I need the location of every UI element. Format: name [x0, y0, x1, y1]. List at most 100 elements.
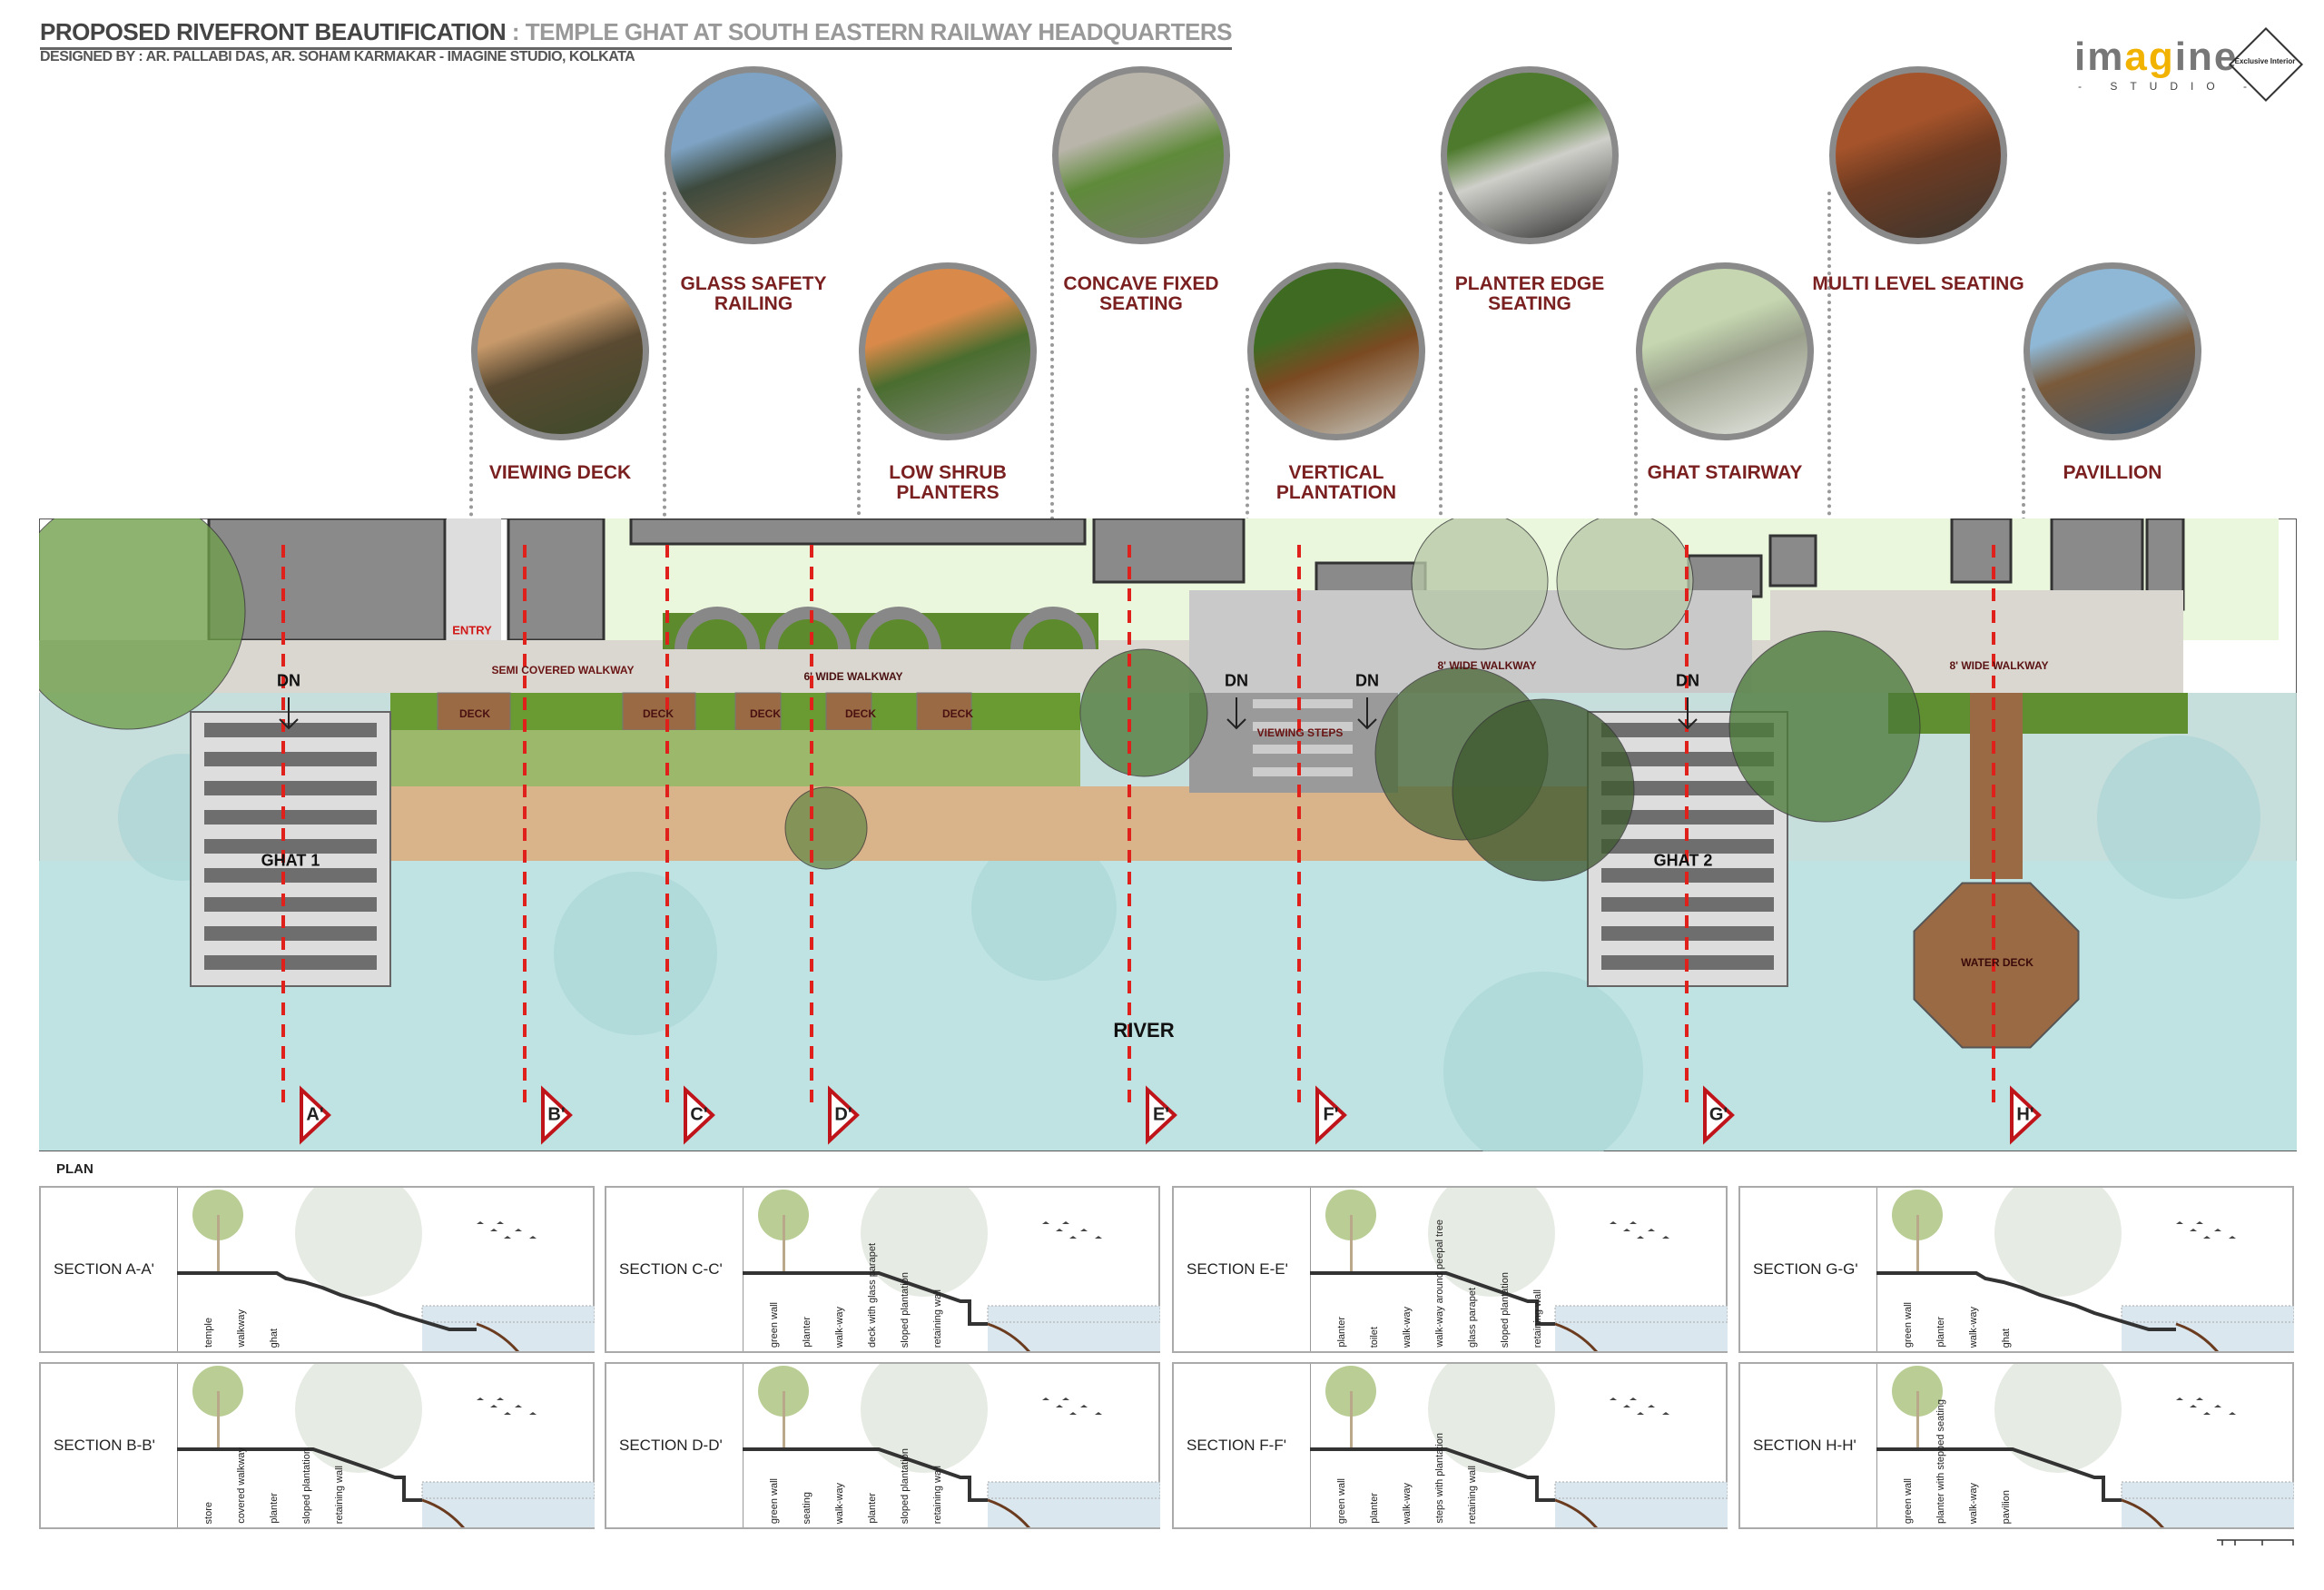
section-drawing [177, 1188, 595, 1351]
ghat-step [204, 723, 377, 737]
section-cut-label: B' [547, 1104, 566, 1125]
section-annotation: sloped plantation [900, 1447, 911, 1524]
logo-studio: - STUDIO - [2078, 80, 2260, 93]
down-arrow-icon [1357, 697, 1377, 730]
section-annotation: planter [867, 1493, 878, 1524]
water-deck-label: WATER DECK [1961, 956, 2034, 969]
leader-line [1827, 192, 1831, 581]
section-cut-marker [541, 1085, 573, 1145]
feature-photo [1829, 66, 2007, 244]
section-annotation: walkway [236, 1309, 247, 1348]
feature-photo [1636, 262, 1814, 440]
section-annotation: walk-way [1402, 1482, 1413, 1524]
deck [825, 692, 872, 731]
building [507, 518, 606, 642]
section-drawing [1310, 1188, 1728, 1351]
lawn-slope [390, 730, 1080, 786]
water-texture [971, 835, 1117, 981]
deck-label: DECK [642, 707, 675, 720]
section-drawing [1310, 1364, 1728, 1527]
feature-photo [1247, 262, 1425, 440]
feature-photo [1441, 66, 1619, 244]
designer-credits: DESIGNED BY : AR. PALLABI DAS, AR. SOHAM… [40, 49, 635, 64]
section-title: SECTION G-G' [1753, 1260, 1858, 1278]
section-annotation: green wall [1903, 1477, 1914, 1524]
step [1253, 699, 1353, 708]
section-annotation: sloped plantation [1500, 1271, 1511, 1348]
section-cut-marker [828, 1085, 860, 1145]
feature-label: MULTI LEVEL SEATING [1812, 273, 2024, 294]
section-annotation: retaining wall [932, 1289, 943, 1348]
section-annotation: ghat [269, 1328, 280, 1348]
ghat-step [204, 810, 377, 825]
feature-label: PLANTER EDGE SEATING [1454, 273, 1605, 314]
ghat-step [204, 781, 377, 795]
section-title: SECTION C-C' [619, 1260, 723, 1278]
divider [1876, 1364, 1877, 1527]
section-cut-label: C' [690, 1104, 708, 1125]
ghat-step [204, 868, 377, 883]
deck [437, 692, 511, 731]
sheet-title: PROPOSED RIVEFRONT BEAUTIFICATION : TEMP… [40, 18, 1232, 50]
water-texture [2097, 736, 2260, 899]
section-annotation: retaining wall [1532, 1289, 1543, 1348]
section-cut-marker [1315, 1085, 1347, 1145]
section-annotation: ghat [2001, 1328, 2012, 1348]
concave-seat [675, 607, 760, 650]
dn-label: DN [1676, 671, 1699, 690]
deck [734, 692, 782, 731]
section-drawing [177, 1364, 595, 1527]
concave-seat [765, 607, 851, 650]
water-texture [554, 872, 717, 1035]
section-cut-label: F' [1323, 1104, 1339, 1125]
divider [1310, 1188, 1311, 1351]
section-title: SECTION E-E' [1187, 1260, 1288, 1278]
walkway-8-label: 8' WIDE WALKWAY [1949, 659, 2049, 672]
ghat-step [1601, 752, 1774, 766]
building [1768, 534, 1817, 588]
site-plan [39, 518, 2297, 1151]
section-annotation: covered walkway [236, 1447, 247, 1524]
section-annotation: sloped plantation [900, 1271, 911, 1348]
semi-covered-walkway-label: SEMI COVERED WALKWAY [491, 664, 635, 676]
section-annotation: walk-way [1968, 1306, 1979, 1348]
feature-label: VERTICAL PLANTATION [1275, 462, 1397, 503]
section-annotation: green wall [1903, 1301, 1914, 1348]
walkway-6-label: 6' WIDE WALKWAY [803, 670, 903, 683]
divider [177, 1188, 178, 1351]
pier [1970, 693, 2023, 879]
feature-label: PAVILLION [2063, 462, 2162, 483]
entry-passage [447, 518, 501, 640]
section-drawing [1876, 1364, 2294, 1527]
section-annotation: store [203, 1501, 214, 1524]
section-drawing [743, 1188, 1160, 1351]
feature-label: GLASS SAFETY RAILING [680, 273, 827, 314]
tree [1728, 630, 1921, 823]
imagine-studio-logo: imagine - STUDIO - [2074, 35, 2260, 93]
down-arrow-icon [279, 697, 299, 730]
feature-label: VIEWING DECK [488, 462, 632, 483]
section-annotation: walk-way around peepal tree [1434, 1220, 1445, 1348]
feature-photo [859, 262, 1037, 440]
feature-photo [2024, 262, 2201, 440]
ghat-step [204, 955, 377, 970]
ghat-2-label: GHAT 2 [1653, 851, 1713, 870]
water-deck [1913, 882, 2080, 1049]
logo-text-b: ine [2174, 35, 2239, 79]
section-title: SECTION B-B' [54, 1437, 155, 1454]
scale-bar [2217, 1539, 2294, 1546]
section-drawing [1876, 1188, 2294, 1351]
step [1253, 767, 1353, 776]
building [1950, 518, 2013, 584]
tree [784, 786, 868, 870]
section-annotation: green wall [1336, 1477, 1347, 1524]
title-main: PROPOSED RIVEFRONT BEAUTIFICATION [40, 18, 507, 45]
section-title: SECTION D-D' [619, 1437, 723, 1454]
